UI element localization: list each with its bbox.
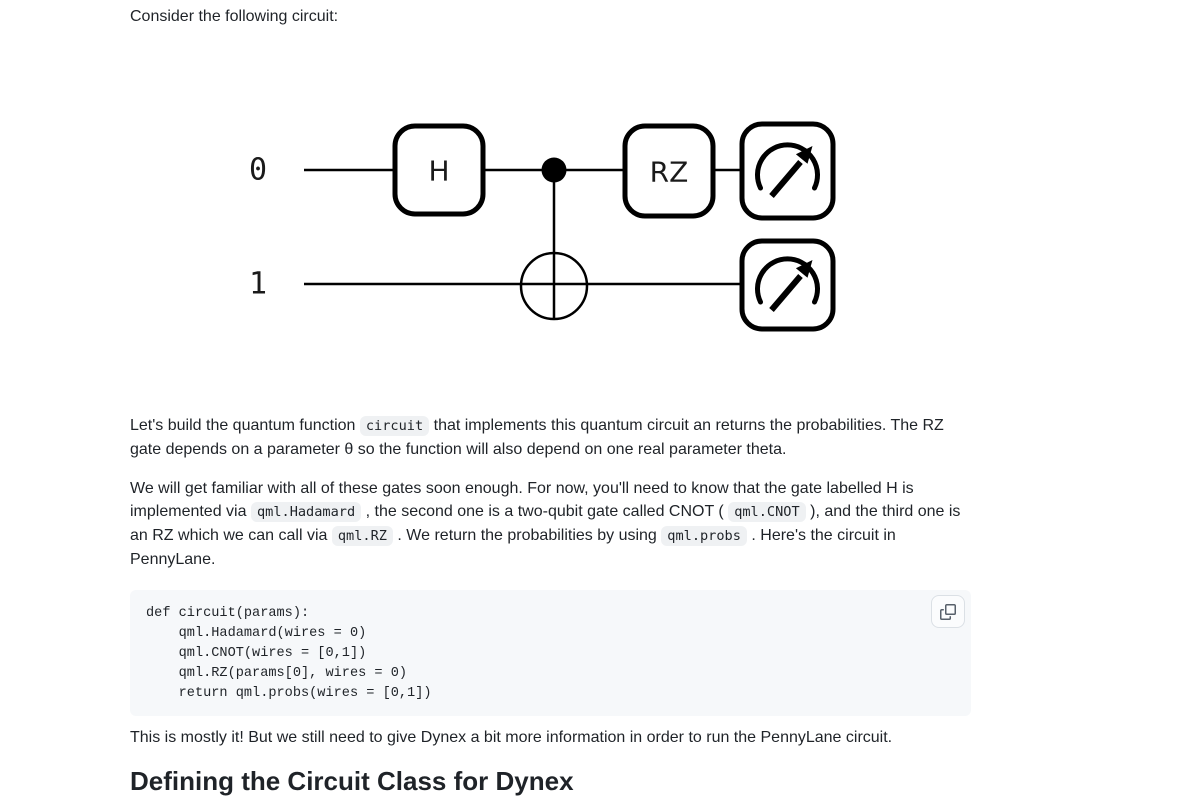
documentation-page: Consider the following circuit: 0 1 <box>130 0 971 807</box>
paragraph-gates-info: We will get familiar with all of these g… <box>130 477 971 571</box>
circuit-svg: 0 1 H RZ <box>249 121 836 332</box>
paragraph-text: Let's build the quantum function <box>130 417 360 434</box>
hadamard-gate: H <box>392 123 486 217</box>
paragraph-text: ), and the third one is an RZ which we c… <box>130 503 961 544</box>
code-content: def circuit(params): qml.Hadamard(wires … <box>130 590 971 716</box>
paragraph-text: that implements this quantum circuit an … <box>130 417 944 458</box>
section-heading: Defining the Circuit Class for Dynex <box>130 766 971 807</box>
paragraph-text: We will get familiar with all of these g… <box>130 480 914 520</box>
cnot-target-icon <box>519 251 589 321</box>
paragraph-build-circuit: Let's build the quantum function circuit… <box>130 414 971 461</box>
paragraph-text: . We return the probabilities by using <box>392 527 662 544</box>
hadamard-gate-label: H <box>428 155 449 188</box>
wire-1-label: 1 <box>249 267 267 302</box>
paragraph-dynex-note: This is mostly it! But we still need to … <box>130 729 893 746</box>
code-block: def circuit(params): qml.Hadamard(wires … <box>130 590 971 716</box>
intro-paragraph: Consider the following circuit: <box>130 8 339 25</box>
measurement-wire-0 <box>739 121 836 221</box>
rz-gate-label: RZ <box>650 156 689 189</box>
wire-0-label: 0 <box>249 153 267 188</box>
paragraph-text: , the second one is a two-qubit gate cal… <box>361 503 729 520</box>
measurement-wire-1 <box>739 238 836 332</box>
rz-gate: RZ <box>622 123 716 219</box>
paragraph-text: . Here's the circuit in PennyLane. <box>130 527 896 568</box>
inline-code-qml-hadamard: qml.Hadamard <box>250 502 362 522</box>
code-text: def circuit(params): qml.Hadamard(wires … <box>146 606 432 701</box>
inline-code-circuit: circuit <box>359 416 430 436</box>
copy-button[interactable] <box>931 595 965 628</box>
cnot-control-dot-icon <box>541 157 567 183</box>
quantum-circuit-diagram: 0 1 H RZ <box>130 91 971 371</box>
copy-icon <box>940 603 956 620</box>
inline-code-qml-cnot: qml.CNOT <box>728 502 806 522</box>
inline-code-qml-rz: qml.RZ <box>331 526 393 546</box>
inline-code-qml-probs: qml.probs <box>661 526 747 546</box>
